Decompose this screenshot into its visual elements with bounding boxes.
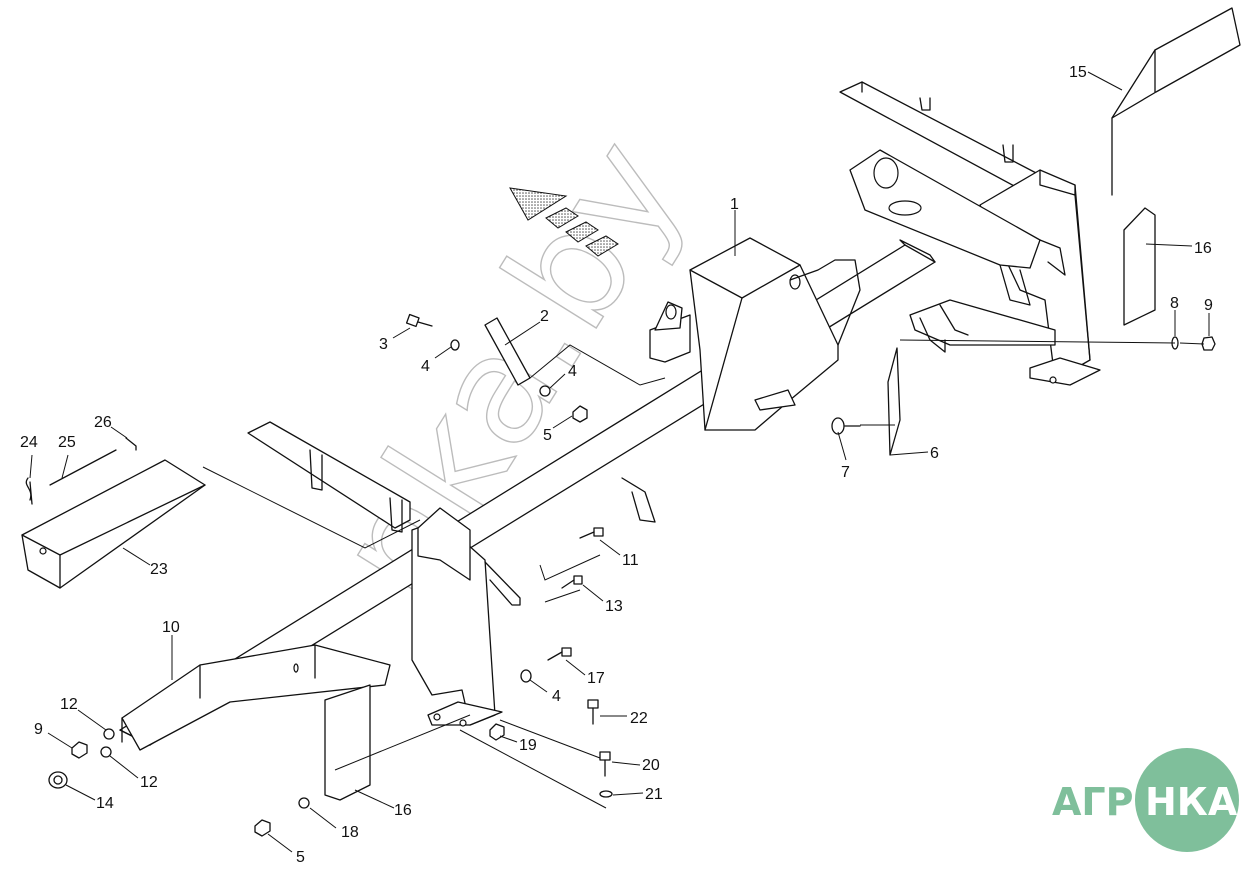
washer-icon	[520, 669, 532, 683]
callout-6: 6	[930, 445, 939, 462]
callout-8: 8	[1170, 295, 1179, 312]
callout-1: 1	[730, 196, 739, 213]
pin-part	[49, 449, 117, 486]
callout-21: 21	[645, 786, 663, 803]
callout-16: 16	[394, 802, 412, 819]
assembly-lines	[202, 339, 1205, 809]
callout-leaders	[29, 71, 1210, 853]
callout-4: 4	[421, 358, 430, 375]
callout-14: 14	[96, 795, 114, 812]
ring-icon	[48, 771, 68, 789]
nut-icon	[254, 819, 271, 837]
callout-4: 4	[552, 688, 561, 705]
direction-arrow-icon	[509, 187, 619, 257]
bolt-icon	[547, 647, 572, 661]
callout-20: 20	[642, 757, 660, 774]
brand-text-right: НКА	[1145, 780, 1238, 824]
right-lower-brackets	[909, 299, 1056, 353]
bolt-icon	[561, 575, 583, 589]
bolt-icon	[405, 313, 433, 328]
callout-19: 19	[519, 737, 537, 754]
cotter-pin-part	[125, 437, 137, 451]
callout-24: 24	[20, 434, 38, 451]
washer-icon	[450, 339, 460, 351]
callout-18: 18	[341, 824, 359, 841]
bolt-icon	[587, 699, 599, 725]
callout-16: 16	[1194, 240, 1212, 257]
right-leg-assembly	[979, 169, 1101, 386]
callout-4: 4	[568, 363, 577, 380]
callout-13: 13	[605, 598, 623, 615]
callout-9: 9	[1204, 297, 1213, 314]
left-hitch-arm	[121, 644, 391, 751]
callout-labels: 1 2 3 4 4 4 5 5 6 7 8 9 9 10 11 12 12 13…	[20, 64, 1213, 866]
callout-15: 15	[1069, 64, 1087, 81]
washer-icon	[103, 728, 115, 740]
tool-tray	[21, 459, 206, 589]
left-secondary-beam	[247, 421, 411, 533]
right-shim-plate	[1123, 207, 1156, 326]
bolt-icon	[599, 751, 611, 777]
washer-icon	[539, 385, 551, 397]
nut-icon	[71, 741, 88, 759]
center-left-leg	[411, 477, 656, 727]
washer-icon	[100, 746, 112, 758]
washer-icon	[599, 790, 613, 798]
clip-pin-part	[25, 477, 33, 505]
bolt-icon	[579, 527, 604, 539]
brand-text-left: АГРО	[1052, 780, 1166, 824]
callout-26: 26	[94, 414, 112, 431]
callout-11: 11	[622, 552, 639, 569]
callout-5: 5	[543, 427, 552, 444]
brand-logo: АГРО НКА	[1052, 748, 1239, 852]
lower-shim-plate	[324, 684, 371, 801]
callout-12: 12	[140, 774, 158, 791]
callout-23: 23	[150, 561, 168, 578]
upper-bracket-part	[1111, 7, 1241, 196]
thin-plate-part	[887, 347, 901, 456]
callout-12: 12	[60, 696, 78, 713]
callout-22: 22	[630, 710, 648, 727]
nut-icon	[489, 723, 505, 741]
knob-icon	[831, 417, 861, 435]
right-hitch-arm	[849, 149, 1066, 306]
callout-7: 7	[841, 464, 850, 481]
callout-9: 9	[34, 721, 43, 738]
callout-3: 3	[379, 336, 388, 353]
nut-icon	[572, 405, 588, 423]
center-tower	[649, 237, 861, 431]
callout-10: 10	[162, 619, 180, 636]
callout-2: 2	[540, 308, 549, 325]
callout-17: 17	[587, 670, 605, 687]
washer-icon	[298, 797, 310, 809]
callout-25: 25	[58, 434, 76, 451]
callout-5: 5	[296, 849, 305, 866]
